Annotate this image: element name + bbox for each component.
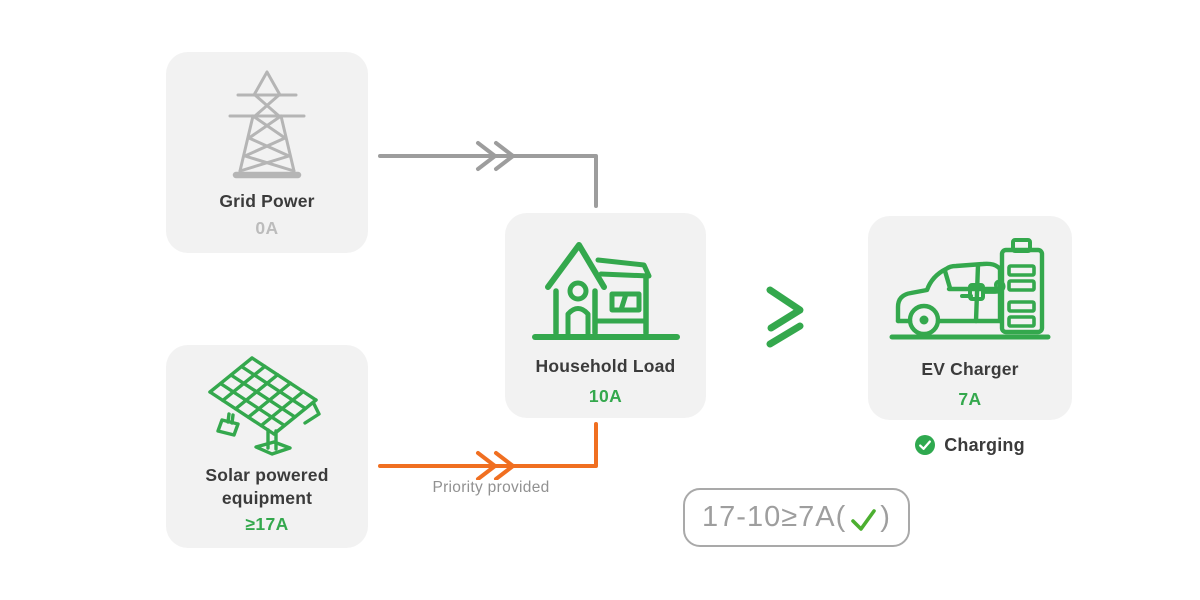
household-load-card: Household Load 10A — [505, 213, 706, 418]
transmission-tower-icon — [228, 70, 306, 179]
solar-label: Solar powered equipment — [205, 465, 329, 508]
ev-charger-label: EV Charger — [921, 359, 1019, 379]
check-circle-icon — [915, 435, 936, 455]
formula-suffix: ) — [880, 501, 891, 533]
ev-charger-card: EV Charger 7A — [868, 216, 1072, 420]
solar-card: Solar powered equipment ≥17A — [166, 345, 368, 548]
grid-power-label: Grid Power — [219, 191, 315, 211]
ev-charger-value: 7A — [958, 389, 982, 409]
grid-power-card: Grid Power 0A — [166, 52, 368, 253]
solar-value: ≥17A — [245, 514, 289, 534]
priority-provided-label: Priority provided — [432, 479, 550, 496]
charging-status: Charging — [868, 433, 1072, 457]
ev-car-charging-icon — [889, 238, 1051, 340]
household-load-label: Household Load — [535, 356, 676, 376]
household-load-value: 10A — [588, 386, 623, 406]
greater-equal-icon — [766, 286, 804, 348]
grid-power-value: 0A — [255, 218, 279, 238]
solar-panel-icon — [208, 356, 321, 456]
check-icon — [851, 509, 877, 531]
solar-to-household-arrow — [378, 422, 598, 480]
house-icon — [531, 242, 680, 340]
charging-label: Charging — [944, 434, 1025, 455]
formula-box: 17-10≥7A( ) — [683, 488, 910, 547]
grid-to-household-arrow — [378, 141, 598, 208]
formula-prefix: 17-10≥7A( — [702, 501, 847, 533]
